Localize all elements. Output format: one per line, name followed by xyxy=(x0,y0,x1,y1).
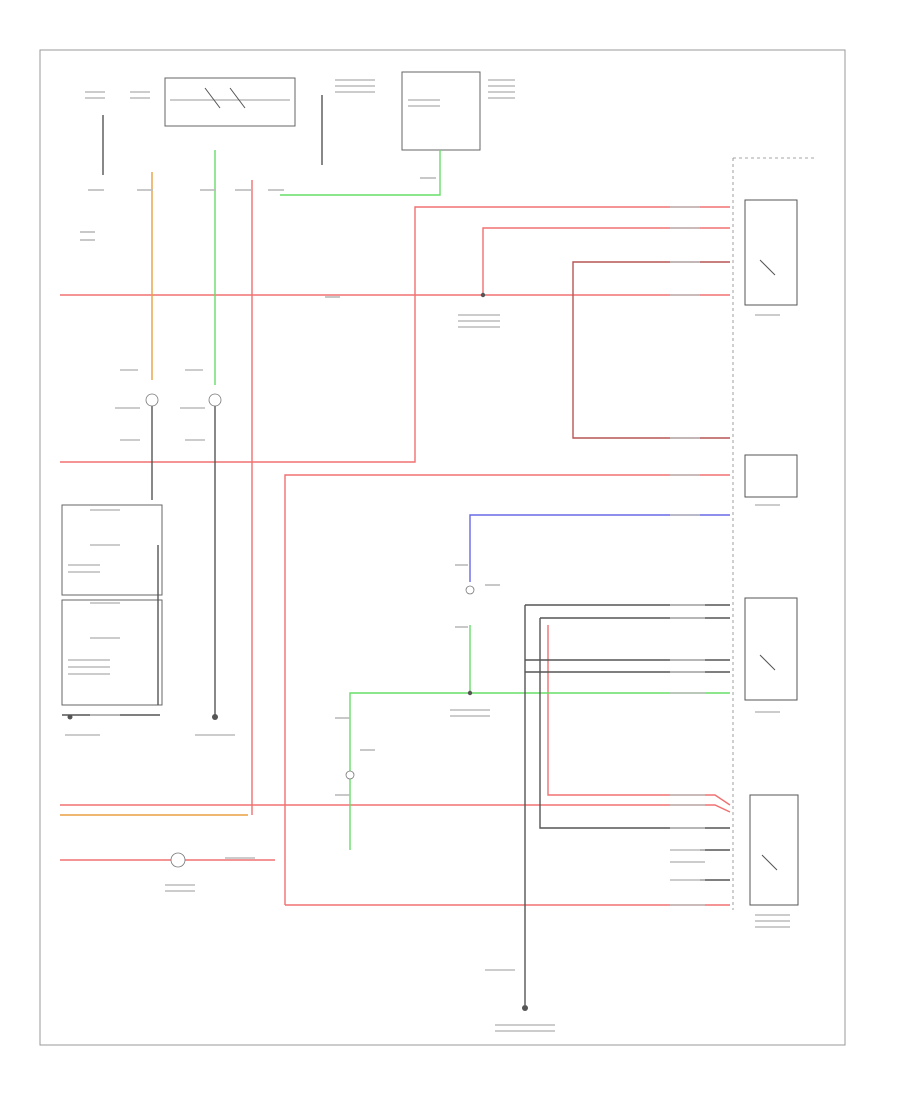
relay-3 xyxy=(749,794,799,906)
red-wires xyxy=(60,180,731,906)
relay-1-contact xyxy=(759,259,776,276)
red-wire-inner xyxy=(547,625,731,806)
relay-2 xyxy=(744,597,798,701)
left-switch-box-1 xyxy=(61,504,163,596)
splice-dot-1 xyxy=(480,292,486,298)
ground-point-left xyxy=(212,714,218,720)
relay-3-contact xyxy=(761,854,778,871)
lamp-icon-left xyxy=(145,393,159,407)
splice-dot-2 xyxy=(467,690,473,696)
switch-box-top xyxy=(164,77,296,127)
diode-icon-blue xyxy=(465,585,475,595)
diagram-frame xyxy=(39,49,846,1046)
left-switch-box-2 xyxy=(61,599,163,706)
indicator-lamps xyxy=(145,393,475,868)
switch-contact-2 xyxy=(229,87,246,109)
blue-wire xyxy=(469,514,730,582)
black-wires xyxy=(62,95,730,1005)
green-wire-top xyxy=(280,150,441,196)
green-wire-down xyxy=(349,692,470,850)
control-module-top xyxy=(401,71,481,151)
splice-points xyxy=(67,292,528,1011)
ground-point-bottom xyxy=(522,1005,528,1011)
relay-junction-mid xyxy=(744,454,798,498)
lamp-icon-right xyxy=(208,393,222,407)
red-wire-upper-loop xyxy=(60,206,730,463)
black-wire-relay3-a xyxy=(539,618,730,829)
green-wire-right xyxy=(469,625,730,694)
label-marks xyxy=(65,79,790,1032)
red-wire-left-bottom xyxy=(60,804,731,813)
diode-icon-green xyxy=(345,770,355,780)
relay-1 xyxy=(744,199,798,306)
darkred-loop-relay-1 xyxy=(572,261,730,439)
relay-2-contact xyxy=(759,654,776,671)
red-wire-splice-1 xyxy=(482,227,730,295)
red-wire-long-loop xyxy=(284,474,730,905)
ground-point-far-left xyxy=(67,714,73,720)
switch-contact-1 xyxy=(204,87,221,109)
lamp-icon-bottom xyxy=(170,852,186,868)
